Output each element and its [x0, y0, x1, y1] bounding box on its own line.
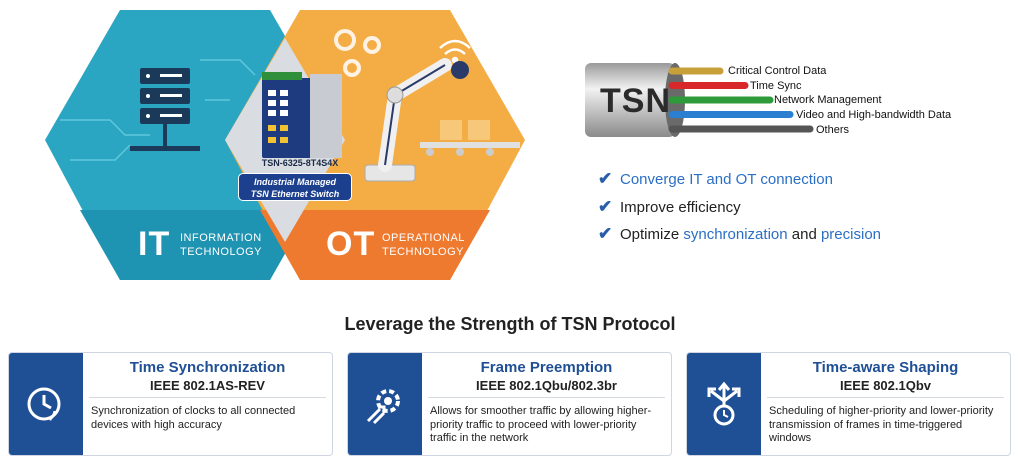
card-title: Time-aware Shaping [812, 359, 959, 376]
benefit-optimize-precision: precision [820, 226, 881, 243]
cable-jacket [585, 63, 675, 137]
tsn-cable-label: TSN [600, 82, 671, 120]
it-abbreviation: IT [138, 225, 171, 263]
wire-label-video-data: Video and High-bandwidth Data [796, 109, 952, 121]
card-standard: IEEE 802.1AS-REV [150, 378, 265, 393]
benefit-optimize-pre: Optimize [620, 226, 684, 243]
card-time-aware-shaping: Time-aware Shaping IEEE 802.1Qbv Schedul… [686, 352, 1011, 456]
split-arrows-clock-icon [707, 381, 741, 426]
wire-label-time-sync: Time Sync [750, 80, 802, 92]
card-description: Allows for smoother traffic by allowing … [430, 405, 652, 444]
device-description-badge: Industrial Managed TSN Ethernet Switch [238, 173, 352, 201]
card-icon-column [9, 353, 83, 455]
benefit-converge: ✔ Converge IT and OT connection [598, 169, 833, 189]
robot-arm-icon [364, 58, 469, 182]
benefit-optimize: ✔ Optimize synchronization and precision [598, 224, 881, 244]
server-icon [130, 68, 200, 151]
card-icon-column [348, 353, 422, 455]
device-desc-line1: Industrial Managed [253, 177, 336, 187]
check-icon: ✔ [598, 197, 613, 216]
gear-arrows-icon [366, 389, 400, 425]
section-heading: Leverage the Strength of TSN Protocol [344, 314, 676, 334]
card-description: Scheduling of higher-priority and lower-… [769, 405, 994, 444]
device-desc-line2: TSN Ethernet Switch [250, 189, 340, 199]
ot-name-line2: TECHNOLOGY [382, 246, 465, 258]
benefit-optimize-and: and [787, 226, 821, 243]
it-ot-hexagon-illustration [45, 10, 525, 280]
wire-label-others: Others [816, 124, 850, 136]
card-divider [767, 397, 1004, 398]
ot-name-line1: OPERATIONAL [382, 232, 465, 244]
wire-label-network-management: Network Management [774, 94, 882, 106]
it-name-line1: INFORMATION [180, 232, 262, 244]
card-description: Synchronization of clocks to all connect… [91, 405, 296, 431]
card-icon-column [687, 353, 761, 455]
check-icon: ✔ [598, 169, 613, 188]
clock-sync-icon [27, 387, 61, 421]
wifi-icon [439, 39, 471, 64]
it-hexagon-band [80, 210, 310, 280]
card-title: Frame Preemption [480, 359, 613, 376]
benefit-converge-text: Converge IT and OT connection [620, 171, 833, 188]
wire-label-critical-control: Critical Control Data [728, 65, 827, 77]
card-frame-preemption: Frame Preemption IEEE 802.1Qbu/802.3br A… [347, 352, 672, 456]
benefit-optimize-sync: synchronization [683, 226, 788, 243]
check-icon: ✔ [598, 224, 613, 243]
card-standard: IEEE 802.1Qbv [839, 378, 932, 393]
conveyor-icon [420, 120, 520, 156]
tsn-cable-illustration [585, 63, 814, 137]
ot-hexagon-band [260, 210, 490, 280]
gear-icon [334, 29, 381, 77]
card-divider [89, 397, 326, 398]
ot-full-name: OPERATIONAL TECHNOLOGY [382, 231, 465, 259]
device-model: TSN-6325-8T4S4X [261, 158, 339, 168]
card-divider [428, 397, 665, 398]
it-name-line2: TECHNOLOGY [180, 246, 263, 258]
ot-abbreviation: OT [326, 225, 376, 263]
card-time-synchronization: Time Synchronization IEEE 802.1AS-REV Sy… [8, 352, 333, 456]
card-title: Time Synchronization [129, 359, 286, 376]
benefit-efficiency-text: Improve efficiency [620, 199, 741, 216]
benefit-efficiency: ✔ Improve efficiency [598, 197, 741, 217]
it-full-name: INFORMATION TECHNOLOGY [180, 231, 262, 259]
tsn-switch-device [262, 72, 342, 158]
card-standard: IEEE 802.1Qbu/802.3br [476, 378, 617, 393]
